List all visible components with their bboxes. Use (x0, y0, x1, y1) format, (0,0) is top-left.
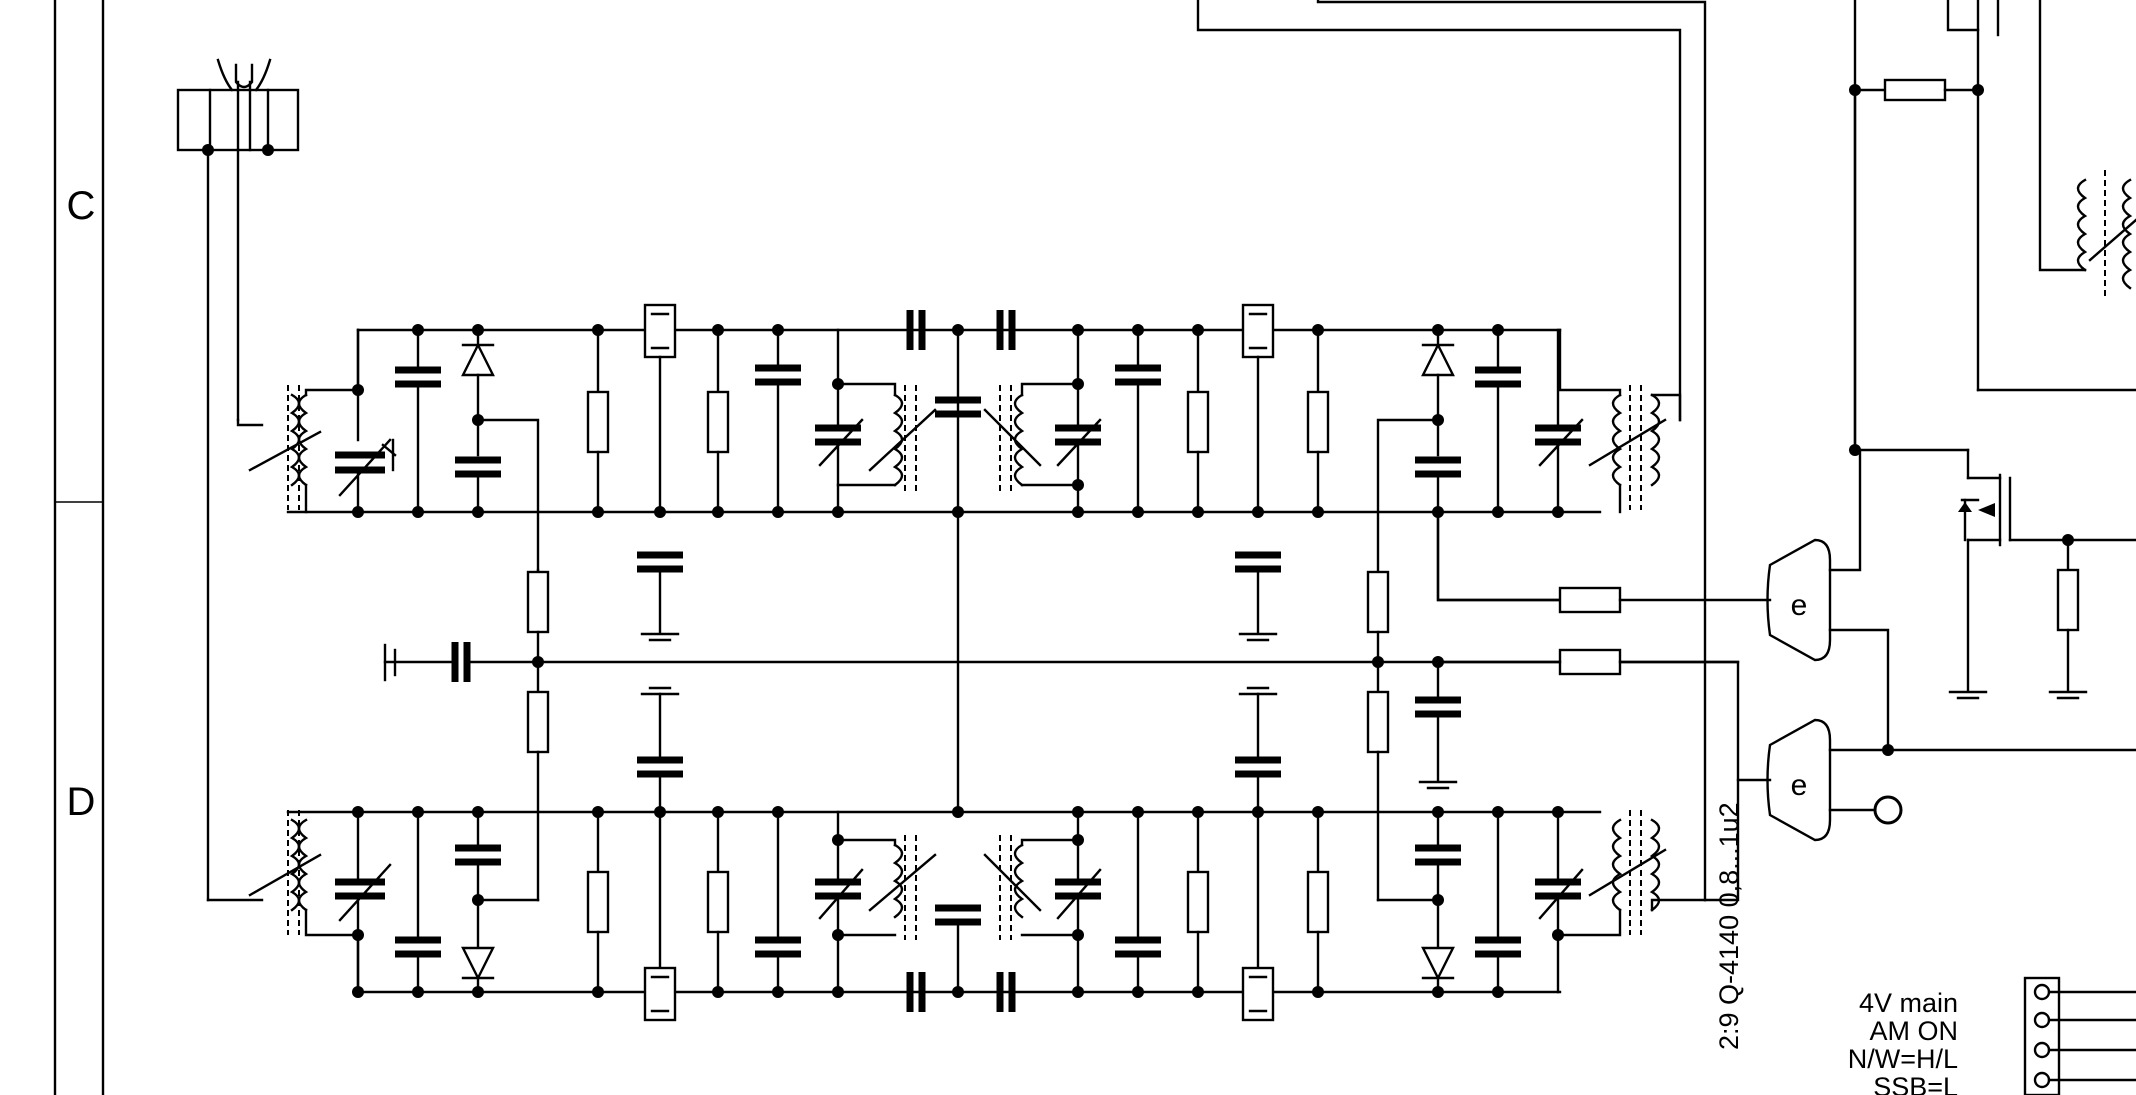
connector-note-2: N/W=H/L (1848, 1044, 1958, 1074)
gate-upper-label: e (1791, 589, 1808, 622)
top-feed-wires (1196, 0, 1707, 902)
upper-filter-bank (236, 303, 1682, 602)
connector-note-1: AM ON (1869, 1016, 1958, 1046)
grid-row-label-c: C (67, 184, 96, 228)
transistor-stage (1849, 0, 2136, 700)
filter-note: 2:9 Q-4140 0,8...1u2 (1714, 802, 1744, 1050)
frame-border (53, 0, 105, 1095)
connector (2023, 976, 2136, 1095)
grid-row-label-d: D (67, 780, 96, 824)
gate-lower-label: e (1791, 769, 1808, 802)
connector-note-0: 4V main (1859, 988, 1958, 1018)
connector-note-3: SSB=L (1873, 1072, 1958, 1095)
lower-filter-bank (206, 772, 1707, 1022)
input-transformer (176, 58, 300, 902)
bias-rail (383, 510, 1740, 902)
logic-gates (1436, 88, 2136, 902)
